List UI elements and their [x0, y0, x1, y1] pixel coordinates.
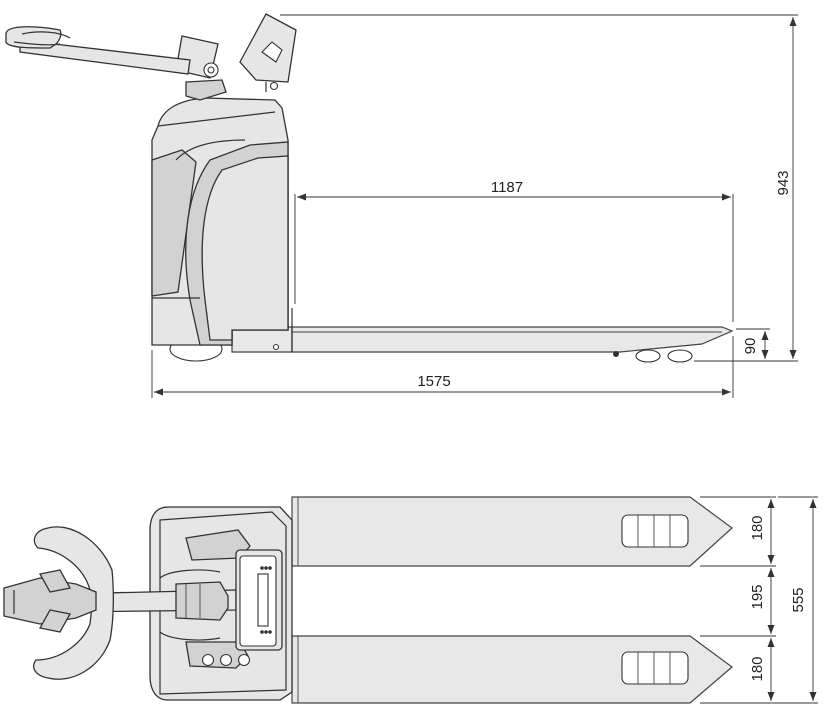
side-view: 1187 943 90 1575 [5, 13, 798, 398]
dim-label-555: 555 [790, 587, 807, 612]
top-tiller [3, 526, 237, 680]
dimension-overall-length: 1575 [151, 336, 734, 398]
dimension-fork-width-lower: 180 [700, 638, 818, 704]
dim-label-1187: 1187 [491, 179, 523, 196]
dimension-fork-width-upper: 180 [700, 496, 776, 567]
dimension-overall-width: 555 [778, 496, 818, 701]
dimension-fork-gap: 195 [700, 568, 776, 637]
side-forks [231, 308, 734, 353]
dim-label-1575: 1575 [417, 373, 450, 390]
dim-label-90: 90 [742, 338, 759, 355]
top-view: 180 195 180 555 [3, 496, 818, 704]
side-load-wheels [613, 349, 693, 363]
top-forks [291, 496, 733, 704]
side-tiller-arm [5, 26, 191, 75]
dim-label-180-lower: 180 [749, 656, 766, 681]
dim-label-943: 943 [775, 170, 792, 195]
dimension-fork-height: 90 [736, 328, 770, 359]
dimension-overall-height: 943 [280, 14, 798, 362]
side-display-unit [239, 13, 297, 92]
dim-label-195: 195 [749, 584, 766, 609]
side-truck-body [151, 97, 289, 346]
top-display-unit [235, 549, 283, 651]
dim-label-180-upper: 180 [749, 515, 766, 540]
dimension-fork-length: 1187 [294, 179, 734, 322]
